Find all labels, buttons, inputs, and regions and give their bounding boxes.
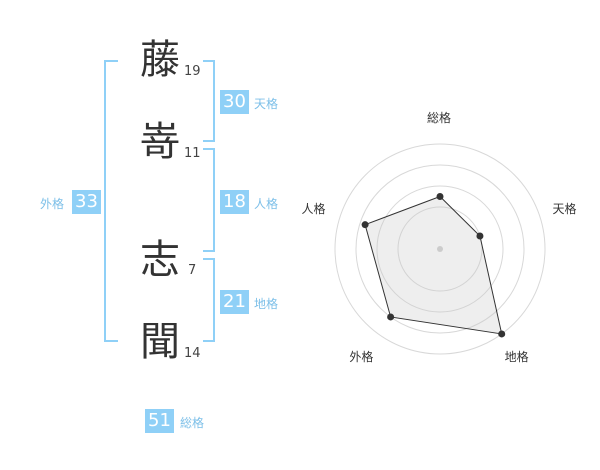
- jinkaku-bracket: [203, 148, 215, 252]
- name-char-3: 志: [140, 237, 180, 283]
- gaikaku-label: 外格: [40, 197, 65, 211]
- radar-axis-label: 総格: [427, 111, 452, 125]
- gaikaku-bracket: [104, 60, 118, 342]
- name-char-4: 聞: [140, 319, 180, 365]
- stroke-count-2: 11: [184, 146, 201, 161]
- radar-axis-label: 外格: [349, 349, 374, 364]
- chikaku-bracket: [203, 258, 215, 342]
- name-char-2: 嵜: [140, 119, 180, 165]
- radar-svg: [334, 143, 546, 355]
- radar-ring: [355, 164, 525, 334]
- chikaku-value: 21: [220, 290, 249, 314]
- stroke-count-3: 7: [188, 263, 197, 278]
- name-char-1: 藤: [140, 37, 180, 83]
- radar-point-3: [387, 313, 395, 321]
- radar-point-0: [436, 193, 444, 200]
- jinkaku-value: 18: [220, 190, 249, 214]
- soukaku-value: 51: [145, 409, 174, 433]
- radar-ring: [397, 206, 483, 292]
- gaikaku-value: 33: [72, 190, 101, 214]
- radar-axis-label: 人格: [301, 202, 326, 217]
- radar-chart: 総格天格地格 外格 人格: [300, 100, 600, 400]
- radar-ring: [376, 185, 504, 313]
- radar-ring: [334, 143, 546, 355]
- radar-point-2: [498, 330, 506, 338]
- radar-polygon: [364, 195, 503, 335]
- radar-axis-label: 天格: [552, 202, 577, 217]
- soukaku-label: 総格: [180, 416, 205, 430]
- radar-point-1: [476, 232, 484, 240]
- chikaku-label: 地格: [254, 297, 279, 311]
- tenkaku-value: 30: [220, 90, 249, 114]
- jinkaku-label: 人格: [254, 197, 279, 211]
- stroke-count-4: 14: [184, 346, 201, 361]
- stroke-count-1: 19: [184, 64, 201, 79]
- tenkaku-bracket: [203, 60, 215, 142]
- radar-center: [437, 246, 443, 252]
- radar-axis-label: 地格: [504, 349, 529, 364]
- radar-point-4: [361, 221, 369, 229]
- tenkaku-label: 天格: [254, 97, 279, 111]
